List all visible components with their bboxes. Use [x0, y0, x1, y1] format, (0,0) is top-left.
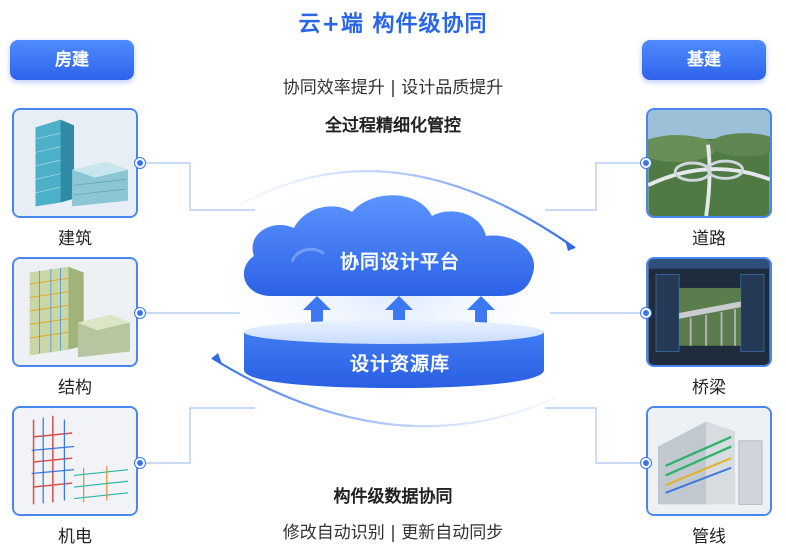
- database-icon: [244, 320, 544, 388]
- road-label: 道路: [692, 229, 726, 249]
- connector-dot: [135, 308, 145, 318]
- category-tag-left: 房建: [10, 40, 134, 80]
- mep-label: 机电: [58, 527, 92, 547]
- bridge-label: 桥梁: [692, 378, 726, 398]
- structure-label: 结构: [58, 378, 92, 398]
- mep-render-icon: [14, 408, 136, 514]
- pipeline-thumbnail: [646, 406, 772, 516]
- benefit-text: 协同效率提升 | 设计品质提升: [282, 78, 504, 98]
- building-label: 建筑: [58, 229, 92, 249]
- mep-thumbnail: [12, 406, 138, 516]
- connector-dot: [135, 458, 145, 468]
- connector-dot: [641, 458, 651, 468]
- data-sync-text: 构件级数据协同: [333, 487, 453, 507]
- bridge-thumbnail: [646, 257, 772, 367]
- building-thumbnail: [12, 108, 138, 218]
- bridge-render-icon: [648, 259, 770, 365]
- connector-dot: [135, 158, 145, 168]
- pipeline-render-icon: [648, 408, 770, 514]
- cloud-icon: [243, 195, 535, 296]
- structure-render-icon: [14, 259, 136, 365]
- connector-dot: [641, 158, 651, 168]
- category-tag-right: 基建: [642, 40, 766, 80]
- road-interchange-icon: [648, 110, 770, 216]
- pipeline-label: 管线: [692, 527, 726, 547]
- upload-arrows: [303, 296, 495, 330]
- cloud-platform-label: 协同设计平台: [339, 251, 460, 273]
- road-thumbnail: [646, 108, 772, 218]
- control-text: 全过程精细化管控: [325, 116, 461, 136]
- building-render-icon: [14, 110, 136, 216]
- page-title: 云+端 构件级协同: [298, 12, 488, 37]
- database-label: 设计资源库: [349, 353, 450, 375]
- connector-dot: [641, 308, 651, 318]
- structure-thumbnail: [12, 257, 138, 367]
- auto-sync-text: 修改自动识别 | 更新自动同步: [282, 523, 504, 543]
